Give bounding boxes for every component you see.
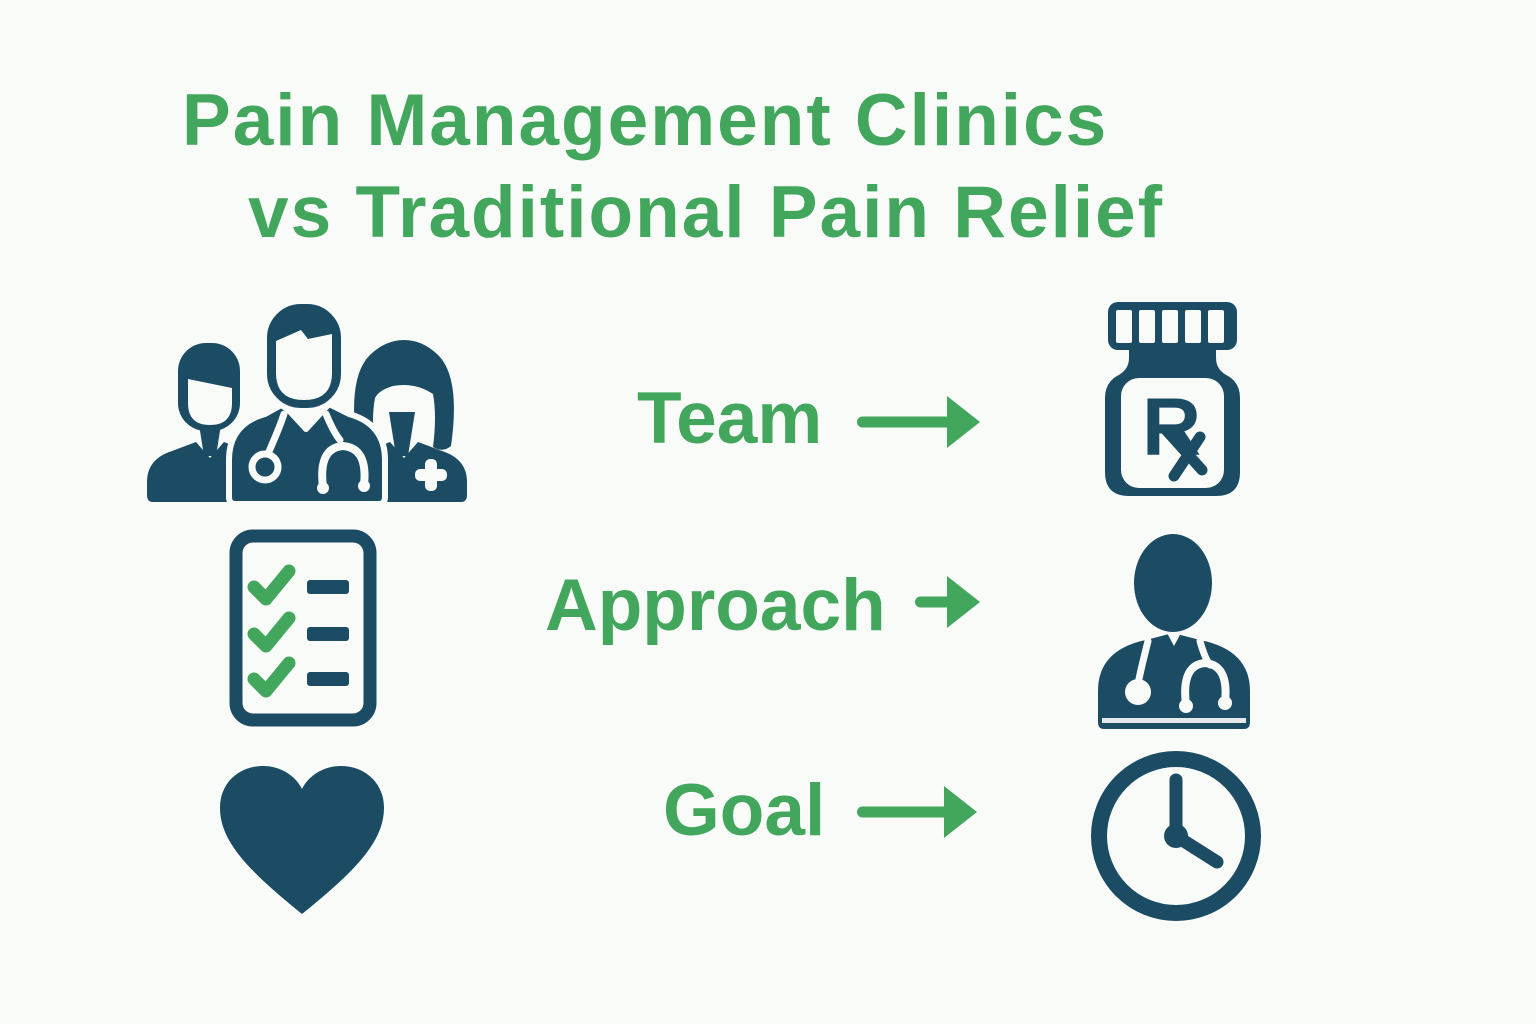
person-right-nurse (354, 340, 467, 502)
heart-icon (220, 766, 384, 914)
person-left (147, 343, 240, 502)
medical-team-icon (147, 298, 467, 507)
title-line-2: vs Traditional Pain Relief (248, 172, 1165, 253)
goal-label: Goal (663, 770, 826, 851)
stethoscope-icon (1125, 679, 1151, 705)
checkmark-icon (247, 564, 296, 606)
approach-arrow-icon (915, 576, 980, 628)
doctor-icon (1098, 534, 1250, 729)
prescription-bottle-icon: R (1105, 302, 1240, 496)
clock-face (1091, 751, 1261, 921)
approach-label: Approach (545, 565, 886, 646)
title-line-1: Pain Management Clinics (182, 80, 1109, 161)
checkmark-icon (247, 611, 296, 653)
rx-symbol: R (1142, 382, 1208, 482)
stethoscope-icon (248, 450, 282, 484)
doctor-head (1134, 534, 1212, 632)
team-label: Team (637, 378, 823, 459)
team-arrow-icon (857, 396, 980, 448)
checklist-icon (229, 529, 377, 727)
goal-arrow-icon (857, 786, 977, 838)
checkmark-icon (247, 656, 296, 698)
person-center-doctor (226, 298, 388, 507)
clock-icon (1091, 751, 1261, 921)
doctor-body (1098, 633, 1250, 729)
